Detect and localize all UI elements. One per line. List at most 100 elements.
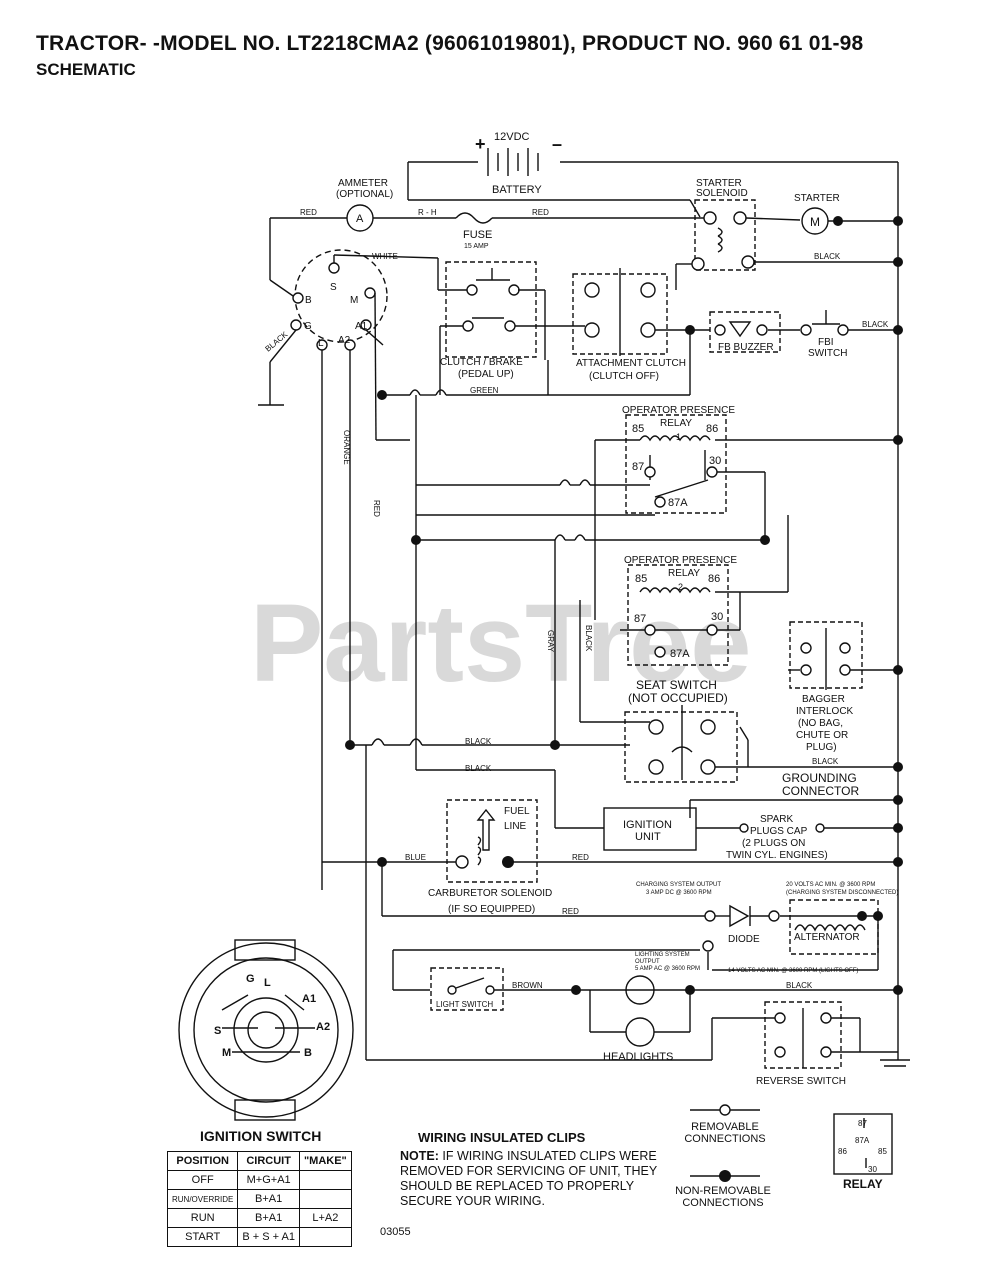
relay1-line1: OPERATOR PRESENCE — [622, 405, 735, 416]
terminal-l: L — [318, 338, 324, 349]
cell: RUN — [166, 1208, 239, 1228]
legend-nonremovable: NON-REMOVABLE CONNECTIONS — [668, 1185, 778, 1209]
clips-title: WIRING INSULATED CLIPS — [418, 1130, 586, 1145]
lighting-line2: OUTPUT — [635, 959, 660, 965]
spark-line4: TWIN CYL. ENGINES) — [726, 850, 828, 861]
clutch-brake-line1: CLUTCH / BRAKE — [440, 357, 523, 368]
bagger-line4: CHUTE OR — [796, 730, 848, 741]
ignition-unit-line1: IGNITION — [623, 819, 672, 831]
cell: B + S + A1 — [237, 1227, 300, 1247]
face-m: M — [222, 1047, 231, 1059]
starter-solenoid-line1: STARTER — [696, 178, 742, 189]
seat-switch-line2: (NOT OCCUPIED) — [628, 691, 728, 705]
page-title: TRACTOR- -MODEL NO. LT2218CMA2 (96061019… — [36, 32, 864, 55]
alternator-label: ALTERNATOR — [794, 932, 860, 943]
relay1-87: 87 — [632, 461, 644, 473]
ignition-switch-table: POSITION CIRCUIT "MAKE" OFF M+G+A1 RUN/O… — [166, 1151, 352, 1247]
terminal-a1: A1 — [355, 321, 368, 332]
relay2-line1: OPERATOR PRESENCE — [624, 555, 737, 566]
starter-solenoid-line2: SOLENOID — [696, 188, 748, 199]
note-text: IF WIRING INSULATED CLIPS WERE REMOVED F… — [400, 1149, 657, 1208]
terminal-b: B — [305, 295, 312, 306]
table-row: RUN/OVERRIDE B+A1 — [166, 1189, 352, 1209]
fuel-line2: LINE — [504, 821, 527, 832]
note-bold: NOTE: — [400, 1149, 439, 1163]
spark-line2: PLUGS CAP — [750, 826, 808, 837]
charging-disc-line1: 20 VOLTS AC MIN. @ 3600 RPM — [786, 882, 875, 888]
relay1-line2: RELAY — [660, 418, 692, 429]
seat-switch-line1: SEAT SWITCH — [636, 678, 717, 692]
ammeter-sub: (OPTIONAL) — [336, 189, 393, 200]
clutch-brake-line2: (PEDAL UP) — [458, 369, 514, 380]
legend-removable-line2: CONNECTIONS — [684, 1133, 766, 1145]
headlights-label: HEADLIGHTS — [603, 1051, 673, 1063]
battery-plus: + — [475, 134, 486, 154]
wire-blue: BLUE — [405, 853, 426, 862]
table-header-row: POSITION CIRCUIT "MAKE" — [166, 1151, 352, 1171]
wire-gray: GRAY — [546, 630, 555, 653]
watermark: PartsTree — [250, 582, 752, 705]
table-row: OFF M+G+A1 — [166, 1170, 352, 1190]
wire-black-starter: BLACK — [814, 252, 841, 261]
battery-minus: – — [552, 134, 562, 154]
cell: B+A1 — [237, 1208, 300, 1228]
ignition-unit-line2: UNIT — [635, 831, 661, 843]
relay2-87: 87 — [634, 613, 646, 625]
legend-removable: REMOVABLE CONNECTIONS — [680, 1121, 770, 1145]
terminal-g: G — [304, 321, 312, 332]
lighting-line1: LIGHTING SYSTEM — [635, 952, 690, 958]
bagger-line1: BAGGER — [802, 694, 845, 705]
cell — [298, 1189, 352, 1209]
ignition-switch-title: IGNITION SWITCH — [200, 1128, 322, 1144]
spark-line3: (2 PLUGS ON — [742, 838, 805, 849]
table-row: RUN B+A1 L+A2 — [166, 1208, 352, 1228]
terminal-s: S — [330, 282, 337, 293]
clips-note: NOTE: IF WIRING INSULATED CLIPS WERE REM… — [400, 1149, 660, 1209]
col-position: POSITION — [166, 1151, 239, 1171]
grounding-line1: GROUNDING — [782, 771, 857, 785]
relay-legend-87: 87 — [858, 1119, 867, 1128]
fuse-label: FUSE — [463, 229, 492, 241]
terminal-m: M — [350, 295, 358, 306]
battery-voltage: 12VDC — [494, 131, 530, 143]
col-circuit: CIRCUIT — [237, 1151, 300, 1171]
fbi-switch-line1: FBI — [818, 337, 834, 348]
wire-black-relay: BLACK — [584, 625, 593, 652]
col-make: "MAKE" — [298, 1151, 352, 1171]
relay2-85: 85 — [635, 573, 647, 585]
cell: B+A1 — [237, 1189, 300, 1209]
charging-disc-line2: (CHARGING SYSTEM DISCONNECTED) — [786, 890, 898, 896]
attachment-clutch-line1: ATTACHMENT CLUTCH — [576, 358, 686, 369]
wire-red-vertical: RED — [372, 500, 381, 517]
table-row: START B + S + A1 — [166, 1227, 352, 1247]
face-g: G — [246, 973, 255, 985]
cell — [298, 1227, 352, 1247]
wire-white: WHITE — [372, 252, 398, 261]
legend-removable-line1: REMOVABLE — [691, 1121, 759, 1133]
relay2-num: 2 — [678, 582, 683, 592]
face-a2: A2 — [316, 1021, 330, 1033]
wire-red-fuse: RED — [532, 208, 549, 217]
wire-red-carb: RED — [572, 853, 589, 862]
relay1-num: 1 — [676, 432, 681, 442]
wire-black-fbi: BLACK — [862, 320, 889, 329]
carb-line2: (IF SO EQUIPPED) — [448, 904, 535, 915]
relay2-30: 30 — [711, 611, 723, 623]
starter-label: STARTER — [794, 193, 840, 204]
cell: M+G+A1 — [237, 1170, 300, 1190]
legend-nonremovable-line2: CONNECTIONS — [682, 1197, 764, 1209]
face-b: B — [304, 1047, 312, 1059]
face-l: L — [264, 977, 271, 989]
relay1-87a: 87A — [668, 497, 688, 509]
reverse-switch-label: REVERSE SWITCH — [756, 1076, 846, 1087]
wire-brown: BROWN — [512, 981, 543, 990]
wire-rh: R - H — [418, 208, 437, 217]
diode-label: DIODE — [728, 934, 760, 945]
grounding-line2: CONNECTOR — [782, 784, 859, 798]
wire-black-bagger: BLACK — [812, 757, 839, 766]
light-switch-label: LIGHT SWITCH — [436, 1000, 493, 1009]
carb-line1: CARBURETOR SOLENOID — [428, 888, 552, 899]
relay2-86: 86 — [708, 573, 720, 585]
relay-legend-86: 86 — [838, 1147, 847, 1156]
wire-green: GREEN — [470, 386, 499, 395]
